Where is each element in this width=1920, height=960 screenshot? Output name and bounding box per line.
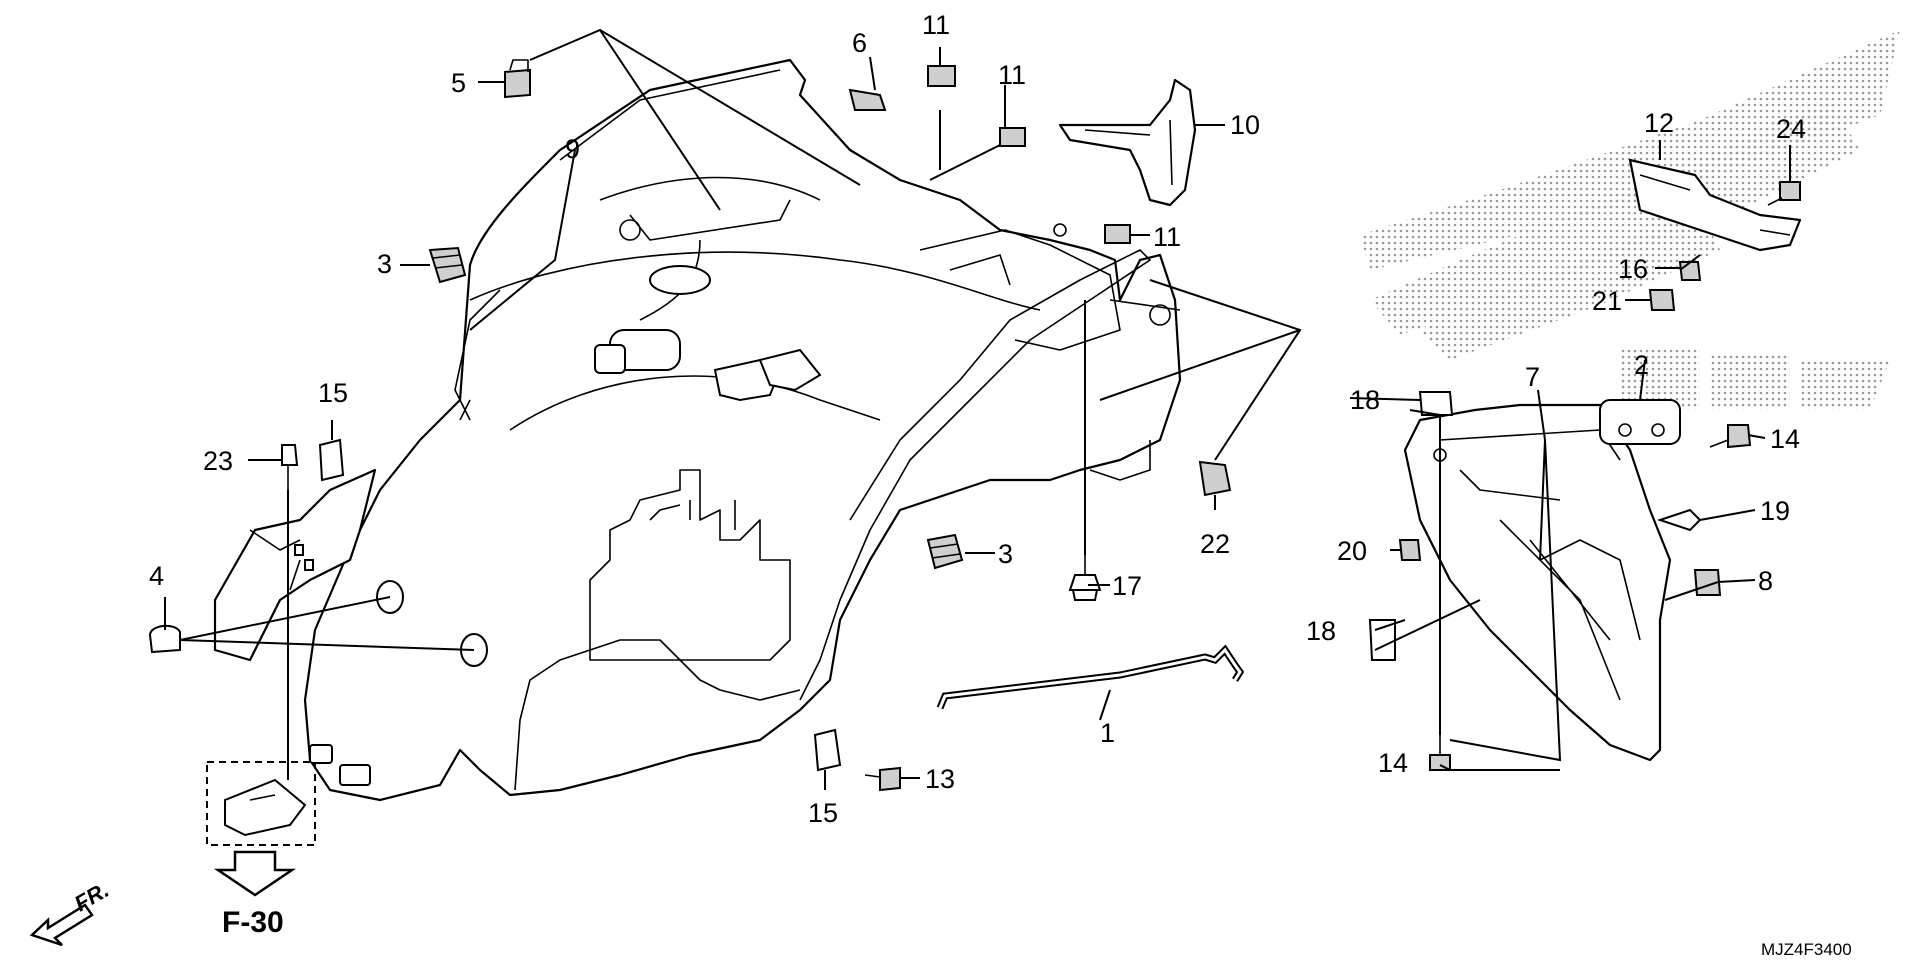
nut-part-8	[1693, 569, 1722, 596]
callout-11: 11	[1153, 222, 1181, 252]
license-bracket-part-7	[1403, 399, 1681, 762]
grommet-part-3-lower	[926, 533, 964, 570]
callout-11: 11	[922, 10, 950, 40]
callout-20: 20	[1337, 536, 1367, 566]
rear-fender-part-9	[303, 58, 1182, 802]
bolt-part-24	[1767, 181, 1801, 206]
nut-part-21	[1648, 289, 1676, 311]
callout-3: 3	[998, 539, 1013, 569]
callout-10: 10	[1230, 110, 1260, 140]
bolt-part-23	[281, 444, 299, 490]
callout-3: 3	[377, 249, 392, 279]
screw-part-4	[148, 624, 181, 654]
callout-6: 6	[852, 28, 867, 58]
callout-16: 16	[1618, 254, 1648, 284]
left-mud-guard-bracket	[213, 468, 377, 662]
callout-5: 5	[451, 68, 466, 98]
nut-part-20	[1398, 539, 1422, 561]
clip-part-18-upper	[1418, 391, 1454, 416]
reference-label: F-30	[222, 906, 284, 939]
honda-wing-watermark	[1360, 30, 1900, 410]
callout-11: 11	[998, 60, 1026, 90]
clip-part-11-b	[999, 127, 1026, 147]
callout-14: 14	[1378, 748, 1408, 778]
callout-18: 18	[1350, 385, 1380, 415]
grommet-part-3-upper	[428, 246, 467, 284]
diagram-code: MJZ4F3400	[1761, 940, 1852, 959]
nut-part-15-lower	[813, 728, 842, 772]
reference-box-dashed	[206, 761, 316, 846]
leader-lines	[164, 28, 1791, 790]
callout-13: 13	[925, 764, 955, 794]
callout-24: 24	[1776, 114, 1806, 144]
nut-part-15-upper	[318, 438, 345, 482]
rod-part-1	[936, 644, 1245, 710]
front-direction-arrow: FR.	[29, 877, 113, 947]
screw-part-14-upper	[1709, 424, 1752, 449]
bolt-part-17	[1068, 555, 1102, 601]
rubber-part-6	[848, 88, 887, 111]
callout-8: 8	[1758, 566, 1773, 596]
callout-19: 19	[1760, 496, 1790, 526]
nut-part-16	[1678, 261, 1702, 281]
callout-2: 2	[1634, 350, 1649, 380]
reference-arrow-f30: F-30	[213, 850, 297, 939]
screw-part-14-lower	[1429, 735, 1451, 771]
bracket-part-10	[1058, 78, 1197, 207]
callout-9: 9	[565, 134, 580, 164]
callout-22: 22	[1200, 529, 1230, 559]
callout-21: 21	[1592, 286, 1622, 316]
clip-part-18-lower	[1368, 619, 1396, 661]
bolt-part-5	[504, 59, 531, 99]
callout-4: 4	[149, 561, 164, 591]
callout-12: 12	[1644, 108, 1674, 138]
callout-23: 23	[203, 446, 233, 476]
callout-15: 15	[808, 798, 838, 828]
callout-14: 14	[1770, 424, 1800, 454]
clip-part-11-c	[1104, 224, 1131, 244]
callout-15: 15	[318, 378, 348, 408]
rivet-part-19	[1656, 508, 1702, 532]
callout-18: 18	[1306, 616, 1336, 646]
callout-17: 17	[1112, 571, 1142, 601]
clip-part-11-a	[927, 65, 956, 87]
cap-part-22	[1198, 460, 1232, 497]
bolt-part-13	[864, 766, 901, 792]
callout-7: 7	[1525, 362, 1540, 392]
callouts: 1 2 3 3 4 5 6 7 8 9 10 11 11 11 12 13 14…	[149, 10, 1806, 828]
callout-1: 1	[1100, 718, 1115, 748]
bracket-part-12	[1628, 158, 1802, 252]
